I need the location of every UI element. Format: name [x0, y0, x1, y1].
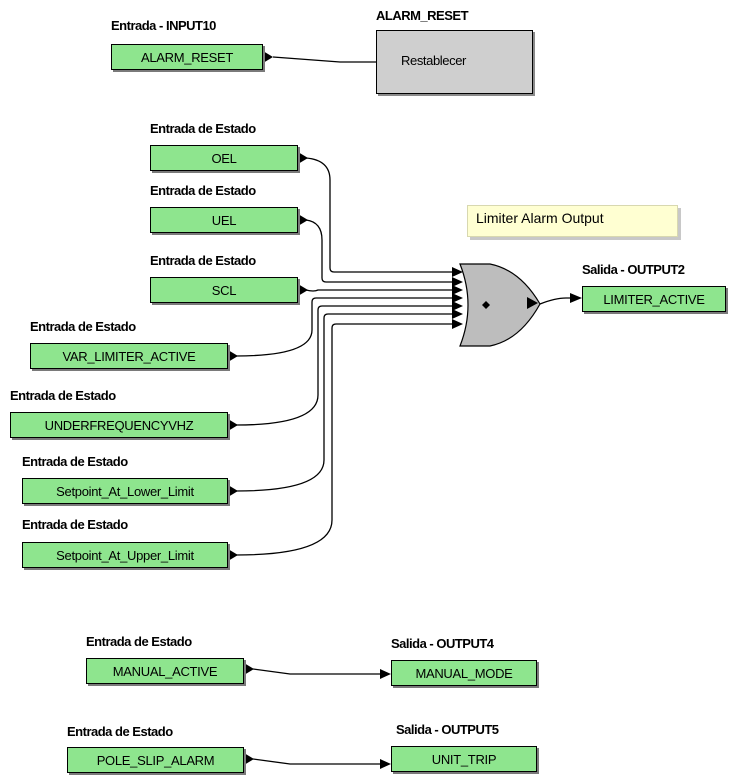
upper-limit-label: Setpoint_At_Upper_Limit [56, 547, 194, 563]
output4-input-arrow-icon [380, 669, 391, 679]
gate-input-arrows [452, 267, 463, 329]
pole-slip-input-block[interactable]: POLE_SLIP_ALARM [67, 747, 244, 773]
underfrequency-input-block[interactable]: UNDERFREQUENCYVHZ [10, 412, 228, 438]
manual-active-input-block[interactable]: MANUAL_ACTIVE [86, 658, 244, 684]
unit-trip-label: UNIT_TRIP [431, 751, 497, 767]
underfrequency-label: UNDERFREQUENCYVHZ [44, 417, 194, 433]
pole-slip-input-header: Entrada de Estado [67, 724, 173, 739]
wire-gate-output [539, 297, 576, 305]
output2-header: Salida - OUTPUT2 [582, 262, 685, 277]
wire-manual [252, 668, 384, 675]
lower-limit-header: Entrada de Estado [22, 454, 128, 469]
oel-header: Entrada de Estado [150, 121, 256, 136]
pole-slip-output-arrow-icon [244, 753, 254, 765]
uel-label: UEL [211, 212, 237, 228]
upper-limit-header: Entrada de Estado [22, 517, 128, 532]
input10-header: Entrada - INPUT10 [111, 18, 216, 33]
lower-limit-input-block[interactable]: Setpoint_At_Lower_Limit [22, 478, 228, 504]
limiter-active-output-block[interactable]: LIMITER_ACTIVE [582, 286, 726, 312]
alarm-reset-box[interactable]: Restablecer [376, 30, 533, 94]
pole-slip-label: POLE_SLIP_ALARM [96, 752, 215, 768]
oel-input-block[interactable]: OEL [150, 145, 298, 171]
gate-center-diamond-icon [482, 301, 490, 309]
wire-alarm-reset [272, 56, 376, 63]
gate-output-arrow-icon [527, 297, 538, 309]
var-limiter-header: Entrada de Estado [30, 319, 136, 334]
scl-header: Entrada de Estado [150, 253, 256, 268]
alarm-reset-box-title: ALARM_RESET [376, 8, 469, 23]
restablecer-port-label: Restablecer [401, 53, 466, 68]
output4-header: Salida - OUTPUT4 [391, 636, 494, 651]
output-arrow-icon [263, 51, 273, 63]
limiter-wires [235, 157, 456, 556]
lower-limit-label: Setpoint_At_Lower_Limit [56, 483, 194, 499]
output5-header: Salida - OUTPUT5 [396, 722, 499, 737]
manual-input-header: Entrada de Estado [86, 634, 192, 649]
limiter-active-label: LIMITER_ACTIVE [603, 291, 705, 307]
alarm-reset-input-label: ALARM_RESET [140, 49, 234, 65]
output5-input-arrow-icon [380, 759, 391, 769]
limiter-alarm-note-text: Limiter Alarm Output [476, 210, 604, 226]
scl-label: SCL [211, 282, 237, 298]
alarm-reset-input-block[interactable]: ALARM_RESET [111, 44, 263, 70]
unit-trip-output-block[interactable]: UNIT_TRIP [391, 746, 537, 772]
manual-active-label: MANUAL_ACTIVE [112, 663, 218, 679]
uel-header: Entrada de Estado [150, 183, 256, 198]
var-limiter-input-block[interactable]: VAR_LIMITER_ACTIVE [30, 343, 228, 369]
var-limiter-label: VAR_LIMITER_ACTIVE [62, 348, 196, 364]
block-output-arrows [228, 152, 308, 561]
output2-input-arrow-icon [570, 293, 582, 303]
oel-label: OEL [211, 150, 237, 166]
manual-mode-output-block[interactable]: MANUAL_MODE [391, 660, 537, 686]
or-gate-icon [459, 263, 541, 347]
limiter-alarm-note[interactable]: Limiter Alarm Output [467, 205, 678, 237]
underfrequency-header: Entrada de Estado [10, 388, 116, 403]
scl-input-block[interactable]: SCL [150, 277, 298, 303]
manual-output-arrow-icon [244, 663, 254, 675]
wire-pole-slip [252, 758, 384, 765]
uel-input-block[interactable]: UEL [150, 207, 298, 233]
upper-limit-input-block[interactable]: Setpoint_At_Upper_Limit [22, 542, 228, 568]
manual-mode-label: MANUAL_MODE [415, 665, 513, 681]
